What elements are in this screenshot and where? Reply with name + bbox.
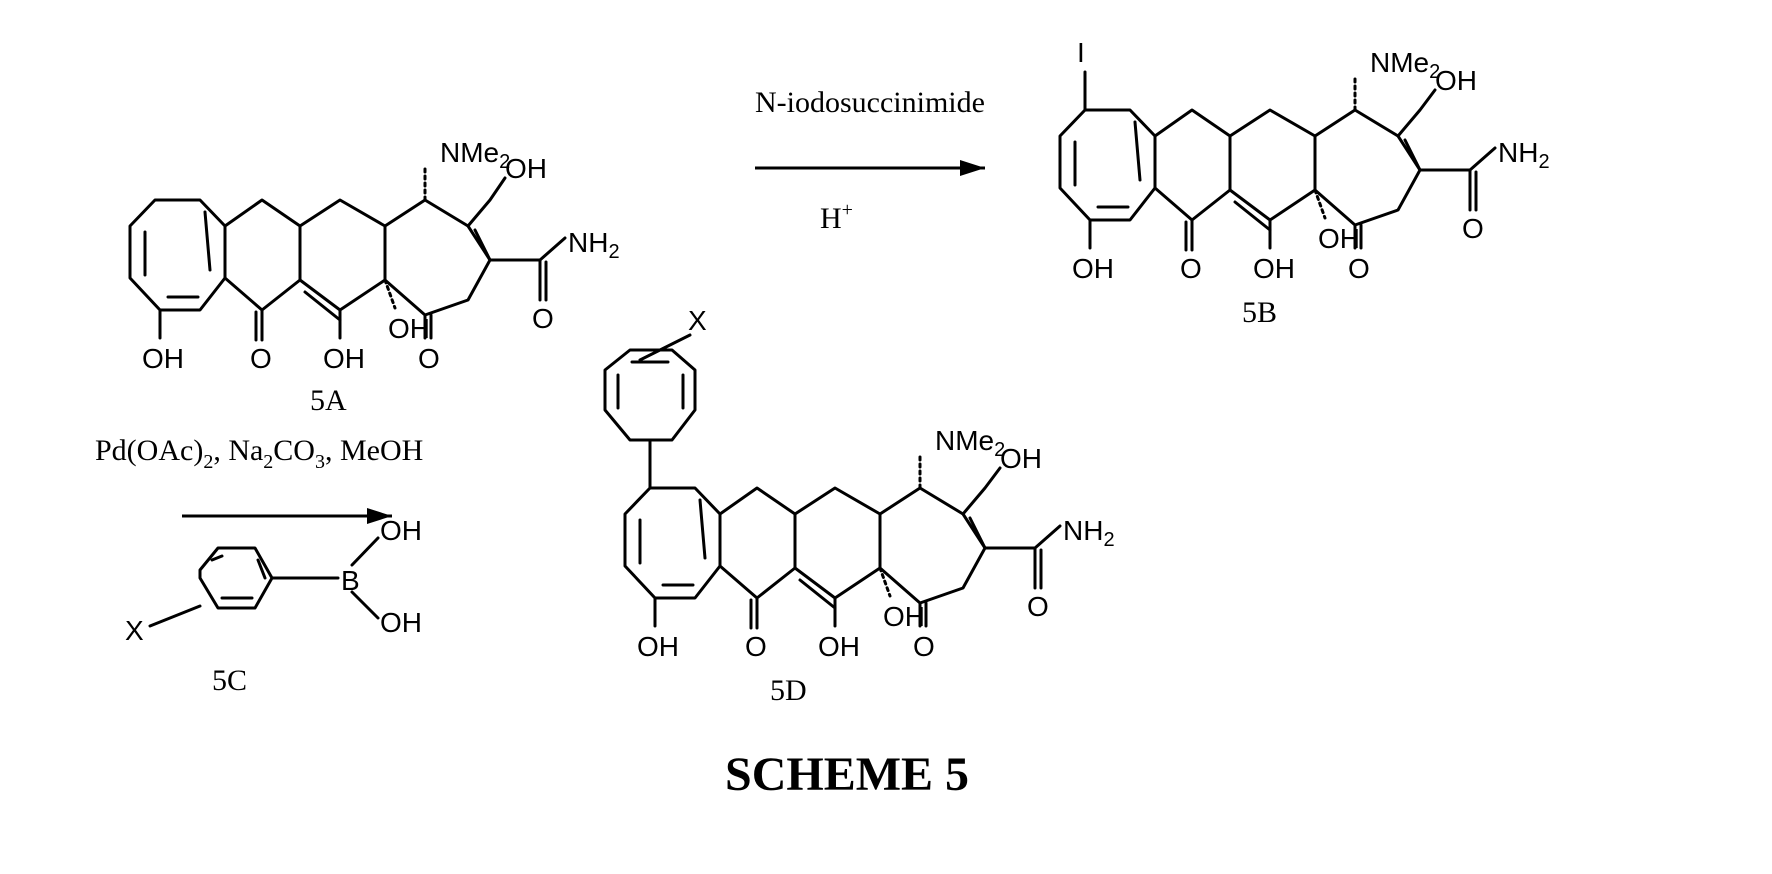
5d-keto-o-label: O — [745, 631, 767, 662]
compound-5c: B OH OH X 5C — [125, 515, 422, 697]
compound-5b-bonds — [1060, 72, 1495, 250]
compound-5d-bonds — [605, 335, 1060, 628]
compound-5b-label: 5B — [1242, 296, 1277, 329]
condition-acid: H+ — [820, 199, 853, 235]
5c-boron-label: B — [341, 565, 360, 596]
compound-5d: X NMe2 OH NH2 OH O OH OH O O 5D — [605, 305, 1115, 707]
5b-nh2-label: NH2 — [1498, 137, 1550, 173]
5a-nme2-label: NMe2 — [440, 137, 510, 173]
5b-keto-o-label: O — [1180, 253, 1202, 284]
5d-oh-phenol-label: OH — [637, 631, 679, 662]
5b-nme2-label: NMe2 — [1370, 47, 1440, 83]
compound-5b: I NMe2 OH NH2 OH O OH OH O O 5B — [1060, 37, 1550, 329]
compound-5c-label: 5C — [212, 664, 247, 697]
5a-keto-o-label: O — [250, 343, 272, 374]
5a-oh-top-label: OH — [505, 153, 547, 184]
5d-nme2-label: NMe2 — [935, 425, 1005, 461]
5d-ketone-o-label: O — [913, 631, 935, 662]
5b-oh-phenol-label: OH — [1072, 253, 1114, 284]
5d-amide-o-label: O — [1027, 591, 1049, 622]
5a-oh-mid-label: OH — [388, 313, 430, 344]
reagents-coupling: Pd(OAc)2, Na2CO3, MeOH — [95, 434, 423, 473]
compound-5a-bonds — [130, 165, 565, 340]
5d-enol-oh-label: OH — [818, 631, 860, 662]
5c-oh-upper-label: OH — [380, 515, 422, 546]
5c-x-label: X — [125, 615, 144, 646]
compound-5a: NMe2 OH NH2 OH O OH OH O O 5A — [130, 137, 620, 417]
5d-oh-top-label: OH — [1000, 443, 1042, 474]
5b-oh-mid-label: OH — [1318, 223, 1360, 254]
reaction-1-arrowhead — [960, 160, 985, 176]
5d-x-label: X — [688, 305, 707, 336]
5d-oh-mid-label: OH — [883, 601, 925, 632]
compound-5d-label: 5D — [770, 674, 807, 707]
scheme-title: SCHEME 5 — [725, 748, 969, 801]
5d-nh2-label: NH2 — [1063, 515, 1115, 551]
5c-oh-lower-label: OH — [380, 607, 422, 638]
5a-enol-oh-label: OH — [323, 343, 365, 374]
reagent-nis: N-iodosuccinimide — [755, 86, 985, 119]
5b-amide-o-label: O — [1462, 213, 1484, 244]
5b-enol-oh-label: OH — [1253, 253, 1295, 284]
compound-5a-label: 5A — [310, 384, 347, 417]
5a-nh2-label: NH2 — [568, 227, 620, 263]
5b-oh-top-label: OH — [1435, 65, 1477, 96]
5a-amide-o-label: O — [532, 303, 554, 334]
5b-iodo-label: I — [1077, 37, 1085, 68]
reaction-1: N-iodosuccinimide H+ — [755, 86, 985, 235]
5b-ketone-o-label: O — [1348, 253, 1370, 284]
reaction-2: Pd(OAc)2, Na2CO3, MeOH B OH OH X 5C — [95, 434, 423, 697]
5a-oh-phenol-label: OH — [142, 343, 184, 374]
5a-ketone-o-label: O — [418, 343, 440, 374]
